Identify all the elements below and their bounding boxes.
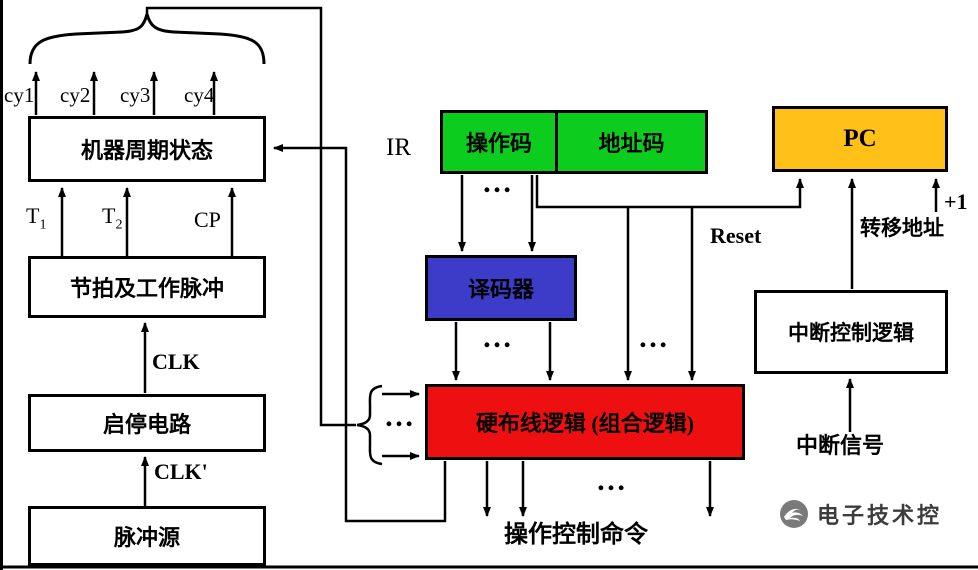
reset-label: Reset [710,223,762,248]
pulse-source-box: 脉冲源 [28,506,266,566]
jump-address-label: 转移地址 [860,216,944,240]
ir-bus-line [535,175,804,209]
interrupt-signal-label: 中断信号 [796,433,885,458]
ir-address-box: 地址码 [555,110,708,174]
cy1-label: cy1 [4,83,35,107]
ir-label: IR [386,134,411,161]
cp-label: CP [194,207,221,232]
t2-label: T2 [102,203,123,233]
plus-one-label: +1 [944,189,968,214]
cy3-label: cy3 [120,83,151,107]
ir-opcode-box: 操作码 [440,110,558,174]
hand-globe-logo-icon [780,500,808,528]
feedback-line [273,144,447,523]
interrupt-control-box: 中断控制逻辑 [754,290,948,374]
control-command-label: 操作控制命令 [504,522,648,548]
clk-label: CLK [152,349,200,374]
cy-bundle-line [145,6,356,427]
cy-brace [28,13,266,65]
hardwired-logic-box: 硬布线逻辑 (组合逻辑) [425,384,745,460]
start-stop-circuit-box: 启停电路 [28,394,266,452]
dots-control-outputs: … [596,464,628,497]
hardwired-input-brace [356,384,383,466]
cy4-label: cy4 [184,83,215,107]
dots-ir-to-hardwired: … [638,321,670,354]
dots-hardwired-left-inputs: … [384,400,416,433]
beat-pulse-box: 节拍及工作脉冲 [28,256,266,318]
clk-prime-label: CLK' [154,459,208,484]
t1-label: T1 [26,203,47,233]
cy2-label: cy2 [60,83,91,107]
pc-box: PC [772,106,948,172]
watermark-text: 电子技术控 [817,503,943,528]
dots-ir-to-decoder: … [482,166,514,199]
dots-decoder-to-hardwired: … [482,321,514,354]
decoder-box: 译码器 [425,255,577,321]
machine-cycle-state-box: 机器周期状态 [28,116,266,182]
watermark: 电子技术控 [778,498,942,530]
